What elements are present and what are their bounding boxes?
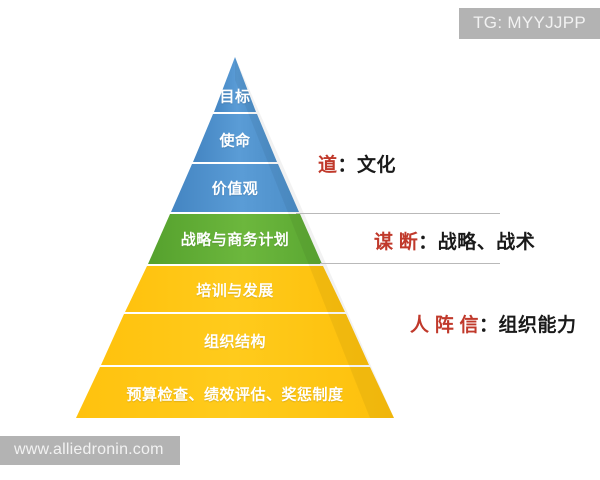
annotation-culture-key: 道 [318,155,338,176]
pyramid-band-label-7: 预算检查、绩效评估、奖惩制度 [126,386,344,404]
annotation-culture: 道：文化 [318,150,396,177]
pyramid-band-5-shape [125,266,345,312]
pyramid-band-7-shape [76,367,394,418]
watermark-top-right: TG: MYYJJPP [459,8,600,39]
annotation-strategy: 谋 断：战略、战术 [374,227,535,254]
leader-line-lower [320,263,500,264]
pyramid-band-4-shape [148,214,322,264]
annotation-organization-value: 组织能力 [498,315,577,336]
pyramid-band-2-shape [193,114,277,162]
annotation-strategy-separator: ： [418,232,438,253]
pyramid-band-1-shape [214,57,256,112]
pyramid-band-label-6: 组织结构 [203,333,267,351]
pyramid-band-3-shape [171,164,299,212]
annotation-organization-key: 人 阵 信 [410,315,480,336]
annotation-strategy-value: 战略、战术 [437,232,536,253]
pyramid-right-shade [235,57,394,418]
pyramid-band-label-1: 目标 [219,88,251,106]
pyramid-band-label-2: 使命 [219,132,251,150]
annotation-culture-separator: ： [337,155,358,176]
annotation-strategy-key: 谋 断 [374,232,419,253]
pyramid-band-6-shape [101,314,369,365]
annotation-culture-value: 文化 [357,155,397,176]
annotation-organization-separator: ： [479,315,499,336]
annotation-organization: 人 阵 信：组织能力 [410,310,577,337]
pyramid-band-label-3: 价值观 [211,180,259,198]
pyramid-band-label-4: 战略与商务计划 [180,231,290,249]
pyramid-band-label-5: 培训与发展 [196,282,274,300]
watermark-bottom-left: www.alliedronin.com [0,436,180,465]
leader-line-upper [296,213,500,214]
